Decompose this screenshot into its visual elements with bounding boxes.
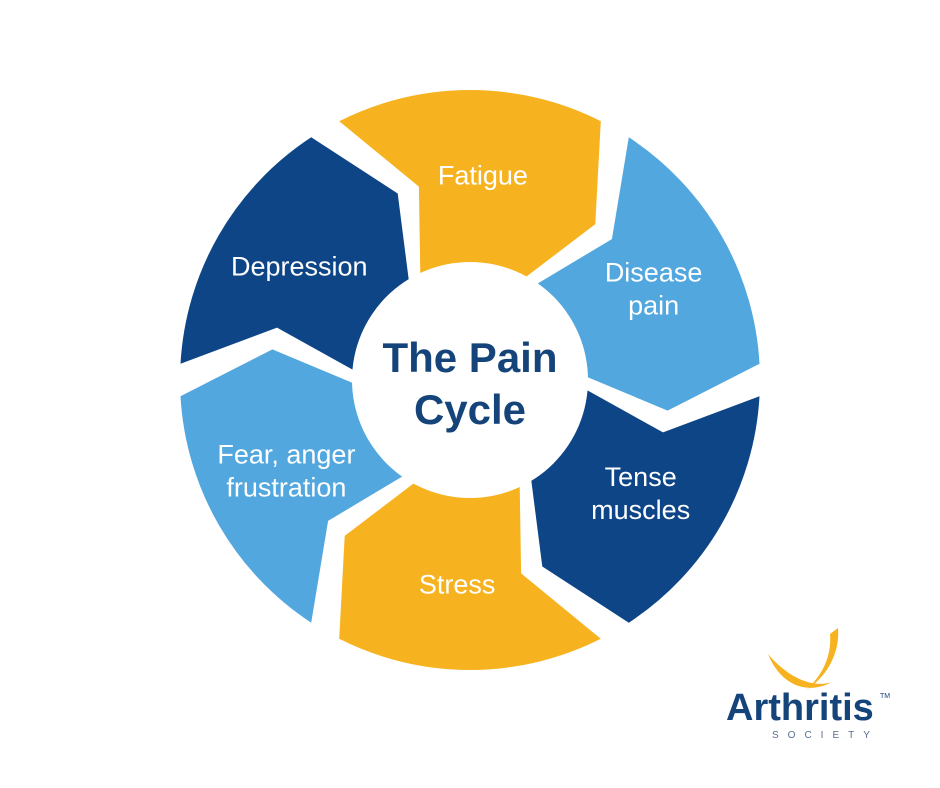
segment-3-label-line-1: Tense [605, 462, 677, 492]
segment-3-label-line-2: muscles [591, 495, 690, 525]
segment-2-label-line-2: pain [628, 290, 679, 320]
logo-wordmark: Arthritis [726, 687, 874, 729]
center-title-line2: Cycle [414, 386, 526, 433]
cycle-segment-6 [180, 137, 410, 374]
cycle-segment-2 [530, 137, 760, 411]
cycle-segment-4 [339, 478, 601, 670]
logo-subtitle: SOCIETY [772, 730, 879, 741]
arthritis-society-logo: Arthritis TM SOCIETY [726, 628, 890, 741]
swoosh-icon [768, 628, 839, 690]
segment-6-label-line-1: Depression [231, 252, 368, 282]
cycle-segment-5 [180, 349, 410, 623]
center-title-line1: The Pain [382, 334, 557, 381]
segment-2-label-line-1: Disease [605, 257, 703, 287]
center-circle [352, 262, 588, 498]
segment-5-label-line-2: frustration [226, 473, 346, 503]
logo-trademark: TM [880, 693, 890, 700]
segment-5-label-line-1: Fear, anger [217, 440, 355, 470]
segment-4-label-line-1: Stress [419, 570, 496, 600]
cycle-segment-1 [339, 90, 601, 282]
cycle-segment-3 [530, 386, 760, 623]
segment-1-label-line-1: Fatigue [438, 160, 528, 190]
